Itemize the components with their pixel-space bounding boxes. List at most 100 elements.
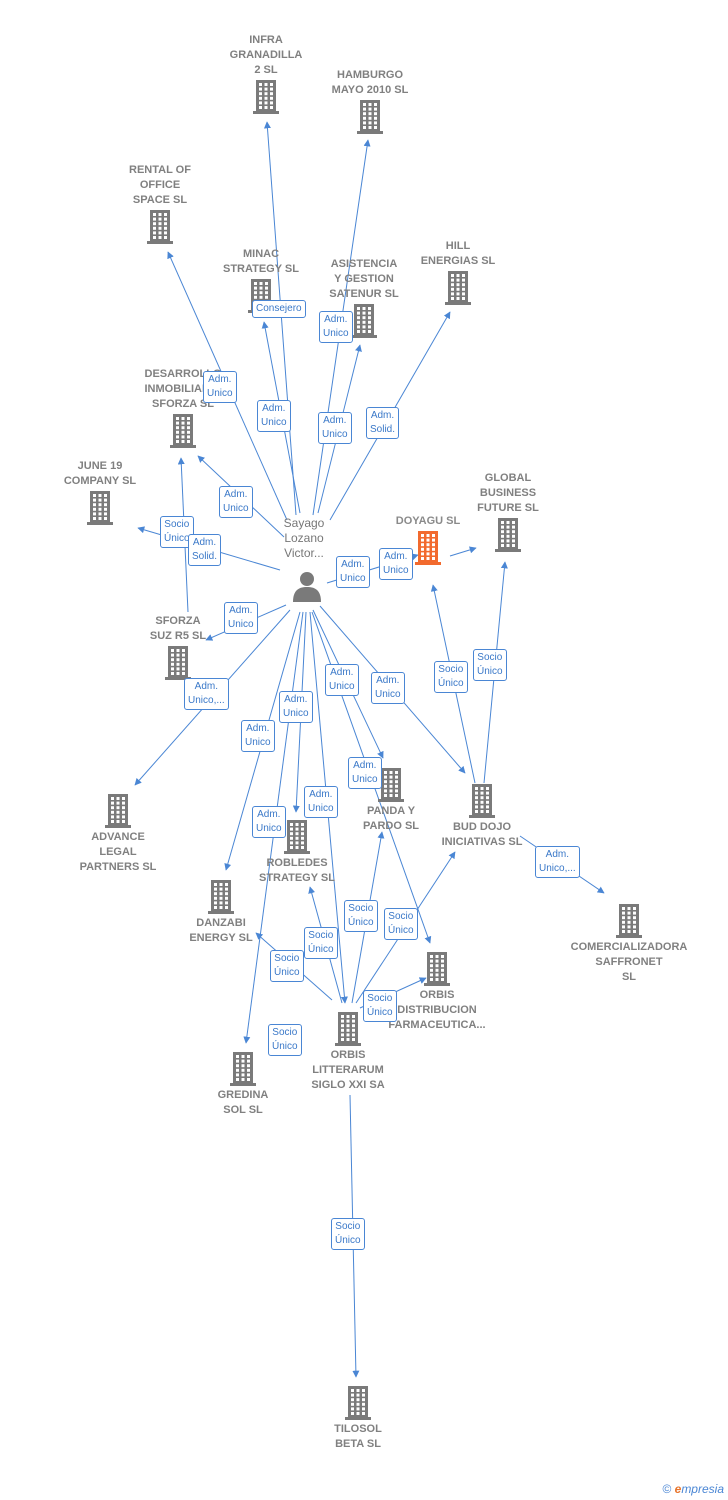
company-node-hamburgo[interactable]: HAMBURGO MAYO 2010 SL (322, 68, 418, 136)
building-icon (300, 1012, 396, 1046)
company-name: ASISTENCIA Y GESTION SATENUR SL (329, 258, 399, 300)
building-icon (432, 784, 532, 818)
person-node[interactable] (290, 570, 324, 607)
edge-label-doyagu-2[interactable]: Adm. Unico (379, 548, 413, 580)
person-icon (293, 572, 321, 602)
company-name: PANDA Y PARDO SL (362, 805, 420, 832)
building-icon (412, 271, 504, 305)
edge-label-panda[interactable]: Adm. Unico (325, 664, 359, 696)
edge-label-hill[interactable]: Adm. Solid. (366, 407, 400, 439)
edge-label-doyagu-1[interactable]: Adm. Unico (336, 556, 370, 588)
edge-label-desarrollo[interactable]: Adm. Unico (219, 486, 253, 518)
edge-label-danzabi[interactable]: Adm. Unico (241, 720, 275, 752)
building-icon (176, 880, 266, 914)
company-name: ORBIS LITTERARUM SIGLO XXI SA (311, 1049, 385, 1091)
edge-infra (263, 121, 297, 516)
brand-footer[interactable]: © empresia (662, 1482, 724, 1496)
edge-label-orbislit[interactable]: Adm. Unico (348, 757, 382, 789)
edge-label-consejero[interactable]: Consejero (252, 300, 306, 318)
company-name: ROBLEDES STRATEGY SL (259, 857, 335, 884)
brand-initial: e (674, 1482, 682, 1496)
copyright-symbol: © (662, 1482, 672, 1496)
company-node-orbislit[interactable]: ORBIS LITTERARUM SIGLO XXI SA (300, 1010, 396, 1093)
company-node-comercializadora[interactable]: COMERCIALIZADORA SAFFRONET SL (562, 902, 696, 985)
company-name: COMERCIALIZADORA SAFFRONET SL (570, 941, 688, 983)
company-node-gredina[interactable]: GREDINA SOL SL (200, 1050, 286, 1118)
edge-label-infra[interactable]: Adm. Unico (257, 400, 291, 432)
company-node-tilosol[interactable]: TILOSOL BETA SL (318, 1384, 398, 1452)
person-name: Sayago Lozano Victor... (283, 516, 325, 560)
edge-label-orbisdist[interactable]: Adm. Unico (304, 786, 338, 818)
company-node-rental[interactable]: RENTAL OF OFFICE SPACE SL (115, 163, 205, 246)
company-node-robledes[interactable]: ROBLEDES STRATEGY SL (247, 818, 347, 886)
company-node-panda[interactable]: PANDA Y PARDO SL (351, 766, 431, 834)
company-node-june[interactable]: JUNE 19 COMPANY SL (55, 459, 145, 527)
company-node-orbisdist[interactable]: ORBIS DISTRIBUCION FARMACEUTICA... (377, 950, 497, 1033)
company-name: HILL ENERGIAS SL (420, 240, 496, 267)
company-name: JUNE 19 COMPANY SL (63, 460, 137, 487)
company-name: ORBIS DISTRIBUCION FARMACEUTICA... (388, 989, 486, 1031)
edge-label-ol-danzabi[interactable]: Socio Único (270, 950, 304, 982)
building-icon (318, 1386, 398, 1420)
edge-label-bud[interactable]: Adm. Unico (371, 672, 405, 704)
edge-label-ol-gredina[interactable]: Socio Único (268, 1024, 302, 1056)
company-name: BUD DOJO INICIATIVAS SL (441, 821, 523, 848)
edge-label-bud-global[interactable]: Socio Único (473, 649, 507, 681)
company-node-sforza[interactable]: SFORZA SUZ R5 SL (138, 614, 218, 682)
company-name: GLOBAL BUSINESS FUTURE SL (477, 472, 539, 514)
company-node-global[interactable]: GLOBAL BUSINESS FUTURE SL (468, 471, 548, 554)
building-icon (318, 304, 410, 338)
brand-name: mpresia (681, 1482, 724, 1496)
building-icon (468, 518, 548, 552)
edge-label-june-socio[interactable]: Socio Único (160, 516, 194, 548)
building-icon (221, 80, 311, 114)
building-icon (200, 1052, 286, 1086)
edge-label-hamburgo[interactable]: Adm. Unico (318, 412, 352, 444)
edge-label-june-solid[interactable]: Adm. Solid. (188, 534, 222, 566)
building-icon (115, 210, 205, 244)
company-name: MINAC STRATEGY SL (223, 248, 299, 275)
edge-label-asistencia[interactable]: Adm. Unico (319, 311, 353, 343)
edge-label-ol-panda[interactable]: Socio Único (344, 900, 378, 932)
company-name: SFORZA SUZ R5 SL (149, 615, 207, 642)
edge-label-rental[interactable]: Adm. Unico (203, 371, 237, 403)
company-name: DANZABI ENERGY SL (189, 917, 253, 944)
edge-doyagu-global (449, 546, 477, 557)
building-icon (130, 414, 236, 448)
building-icon (138, 646, 218, 680)
building-icon (322, 100, 418, 134)
building-icon (55, 491, 145, 525)
company-node-hill[interactable]: HILL ENERGIAS SL (412, 239, 504, 307)
building-icon (351, 768, 431, 802)
building-icon (73, 794, 163, 828)
company-name: GREDINA SOL SL (217, 1089, 269, 1116)
company-name: ADVANCE LEGAL PARTNERS SL (79, 831, 157, 873)
company-node-doyagu[interactable]: DOYAGU SL (382, 514, 474, 567)
company-name: RENTAL OF OFFICE SPACE SL (129, 164, 191, 206)
company-node-bud[interactable]: BUD DOJO INICIATIVAS SL (432, 782, 532, 850)
company-name: HAMBURGO MAYO 2010 SL (331, 69, 409, 96)
company-name: TILOSOL BETA SL (334, 1423, 382, 1450)
edge-label-ol-bud[interactable]: Socio Único (384, 908, 418, 940)
edge-label-advance[interactable]: Adm. Unico,... (184, 678, 229, 710)
building-icon (382, 531, 474, 565)
edge-label-ol-robledes[interactable]: Socio Único (304, 927, 338, 959)
edge-label-tilosol[interactable]: Socio Único (331, 1218, 365, 1250)
building-icon (247, 820, 347, 854)
edge-label-robledes[interactable]: Adm. Unico (279, 691, 313, 723)
company-node-advance: ADVANCE LEGAL PARTNERS SL (73, 792, 163, 875)
company-name: DOYAGU SL (395, 515, 461, 527)
edge-label-sforza[interactable]: Adm. Unico (224, 602, 258, 634)
company-node-asistencia[interactable]: ASISTENCIA Y GESTION SATENUR SL (318, 257, 410, 340)
edge-label-gredina[interactable]: Adm. Unico (252, 806, 286, 838)
building-icon (562, 904, 696, 938)
building-icon (377, 952, 497, 986)
company-node-infra[interactable]: INFRA GRANADILLA 2 SL (221, 33, 311, 116)
edge-label-comercializadora[interactable]: Adm. Unico,... (535, 846, 580, 878)
company-node-danzabi[interactable]: DANZABI ENERGY SL (176, 878, 266, 946)
company-name: INFRA GRANADILLA 2 SL (229, 34, 303, 76)
edge-label-ol-orbisdist[interactable]: Socio Único (363, 990, 397, 1022)
edge-label-bud-doyagu[interactable]: Socio Único (434, 661, 468, 693)
